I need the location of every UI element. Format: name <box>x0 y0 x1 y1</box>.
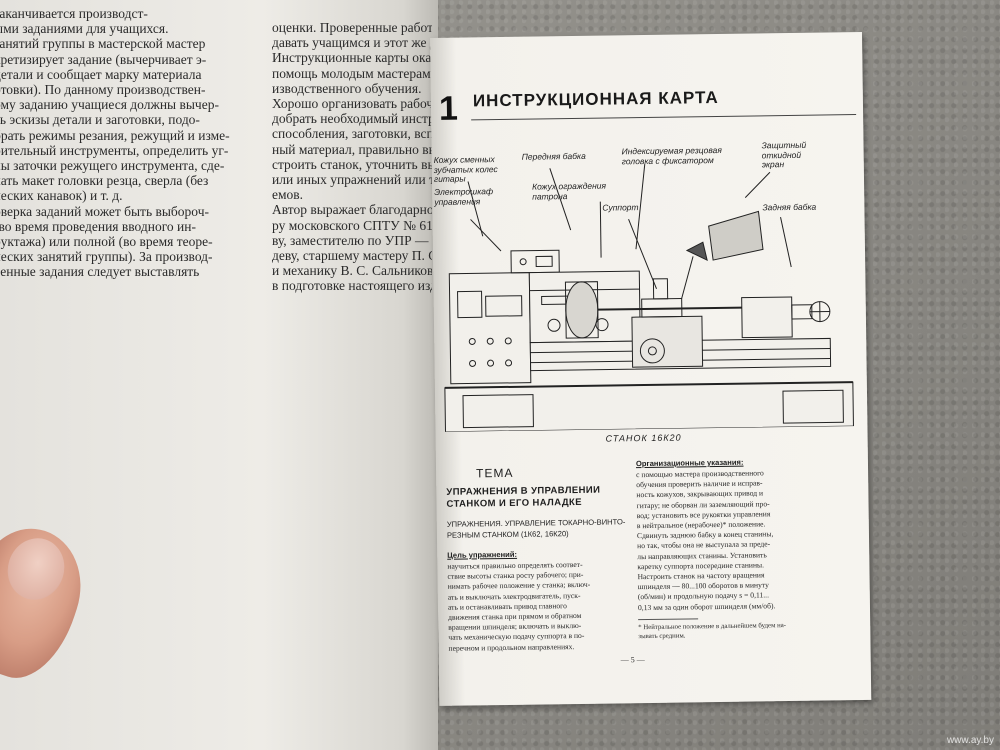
open-book: заканчивается производст- ыми заданиями … <box>0 0 872 750</box>
text-line: оверка заданий может быть выбороч- <box>0 203 209 219</box>
callout-chuck-guard: Кожух ограждения патрона <box>532 180 607 202</box>
text-line: заканчивается производст- <box>0 6 148 21</box>
text-line: ру московского СПТУ № 61 П. И. <box>272 217 432 233</box>
tema-title: УПРАЖНЕНИЯ В УПРАВЛЕНИИ СТАНКОМ И ЕГО НА… <box>446 484 601 510</box>
chapter-title: ИНСТРУКЦИОННАЯ КАРТА <box>472 87 719 111</box>
exercise-title: УПРАЖНЕНИЯ. УПРАВЛЕНИЕ ТОКАРНО-ВИНТО- РЕ… <box>446 517 626 540</box>
text-line: помощь молодым мастерам произ- <box>272 65 432 81</box>
text-line: венные задания следует выставлять <box>0 264 200 280</box>
tema-label: ТЕМА <box>475 465 514 481</box>
callout-headstock: Передняя бабка <box>521 150 586 162</box>
callout-cabinet: Электрошкаф управления <box>434 186 494 207</box>
footnote: * Нейтральное положение в дальнейшем буд… <box>638 622 787 641</box>
chapter-rule <box>471 114 857 121</box>
text-line: ыми заданиями для учащихся. <box>0 21 169 37</box>
text-line: рительный инструменты, определить уг- <box>0 142 229 158</box>
text-line: перечном и продольном направлениях. <box>448 641 575 653</box>
page-number: — 5 — <box>620 655 645 665</box>
goal-text: научиться правильно определять соответ- … <box>447 560 591 654</box>
text-line: детали и сообщает марку материала <box>0 66 202 82</box>
text-line: 0,13 мм за один оборот шпинделя (мм/об). <box>637 600 776 612</box>
org-label: Организационные указания: <box>635 457 744 469</box>
text-line: строить станок, уточнить выполнение <box>272 156 432 172</box>
text-line: оценки. Проверенные работы над- <box>272 20 432 35</box>
text-line: ому заданию учащиеся должны вычер- <box>0 97 219 113</box>
text-line: кретизирует задание (вычерчивает э- <box>0 51 207 67</box>
text-line: ческих канавок) и т. д. <box>0 188 123 204</box>
text-line: ть эскизы детали и заготовки, подо- <box>0 112 200 128</box>
text-line: лы заточки режущего инструмента, сде- <box>0 158 225 174</box>
org-text: с помощью мастера производственного обуч… <box>636 468 775 613</box>
text-line: ный материал, правильно выбрать и на- <box>272 141 432 157</box>
right-page: 1 ИНСТРУКЦИОННАЯ КАРТА <box>430 31 872 706</box>
text-line: в подготовке настоящего издания. <box>272 278 432 294</box>
text-line: (во время проведения вводного ин- <box>0 218 197 234</box>
text-line: Автор выражает благодарность коллективу <box>272 202 432 218</box>
footnote-rule <box>638 618 699 621</box>
chapter-number: 1 <box>438 89 459 128</box>
text-line: лать макет головки резца, сверла (без <box>0 173 209 189</box>
figure-caption: СТАНОК 16К20 <box>605 432 682 444</box>
watermark: www.ay.by <box>946 735 994 746</box>
text-line: изводственного обучения. <box>272 80 422 96</box>
text-line: ать и выключать электродвигатель, пуск- <box>447 590 581 602</box>
left-page: заканчивается производст- ыми заданиями … <box>0 0 438 750</box>
callout-tailstock: Задняя бабка <box>762 201 817 213</box>
callout-shield: Защитный откидной экран <box>761 139 807 170</box>
text-line: Инструкционные карты окажут большую <box>272 50 432 66</box>
lathe-drawing <box>444 163 854 432</box>
callout-carriage: Суппорт <box>602 202 639 213</box>
text-line: способления, заготовки, вспомогатель- <box>272 126 432 142</box>
text-line: давать учащимся и этот же день. <box>272 35 432 51</box>
text-line: ву, заместителю по УПР — М. Л. <box>272 232 432 248</box>
lathe-diagram <box>444 163 854 432</box>
left-text-column-2: оценки. Проверенные работы над- давать у… <box>272 20 432 294</box>
text-line: отовки). По данному производствен- <box>0 82 206 98</box>
text-line: занятий группы в мастерской мастер <box>0 36 206 52</box>
text-line: добрать необходимый инструмент, <box>272 111 432 127</box>
text-line: или иных упражнений или трудовых <box>272 172 432 188</box>
text-line: и механику В. С. Сальникову за помощь <box>272 263 432 279</box>
callout-gear-cover: Кожух сменных зубчатых колес гитары <box>433 154 498 184</box>
text-line: ческих занятий группы). За производ- <box>0 249 213 265</box>
left-text-column-1: заканчивается производст- ыми заданиями … <box>0 6 264 280</box>
text-line: деву, старшему мастеру П. С. Торе- <box>272 248 432 264</box>
text-line: Хорошо организовать рабочее место — <box>272 96 432 112</box>
text-line: руктажа) или полной (во время теоре- <box>0 234 213 250</box>
text-line: емов. <box>272 187 304 203</box>
callout-tool-head: Индексируемая резцовая головка с фиксато… <box>621 144 722 166</box>
text-line: брать режимы резания, режущий и изме- <box>0 127 230 143</box>
goal-label: Цель упражнений: <box>447 549 518 560</box>
